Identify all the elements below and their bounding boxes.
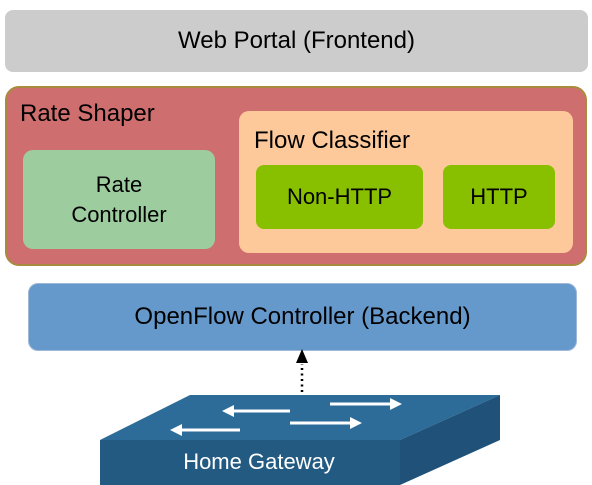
home-gateway-switch-icon xyxy=(100,395,500,485)
http-box: HTTP xyxy=(443,165,555,229)
web-portal-label: Web Portal (Frontend) xyxy=(178,27,415,54)
home-gateway-label: Home Gateway xyxy=(183,449,335,474)
openflow-controller-box: OpenFlow Controller (Backend) xyxy=(28,283,577,351)
flow-classifier-label: Flow Classifier xyxy=(254,127,411,154)
rate-controller-label-line-1: Rate xyxy=(95,171,143,197)
openflow-controller-label: OpenFlow Controller (Backend) xyxy=(134,303,471,330)
rate-controller-label-line-2: Controller xyxy=(71,201,167,227)
rate-controller-box: Rate Controller xyxy=(23,150,215,249)
non-http-box: Non-HTTP xyxy=(256,165,423,229)
arrowhead-up-icon xyxy=(296,349,308,363)
web-portal-frontend-box: Web Portal (Frontend) xyxy=(5,10,588,72)
rate-shaper-label: Rate Shaper xyxy=(20,100,155,127)
http-label: HTTP xyxy=(470,184,528,209)
non-http-label: Non-HTTP xyxy=(286,184,393,209)
